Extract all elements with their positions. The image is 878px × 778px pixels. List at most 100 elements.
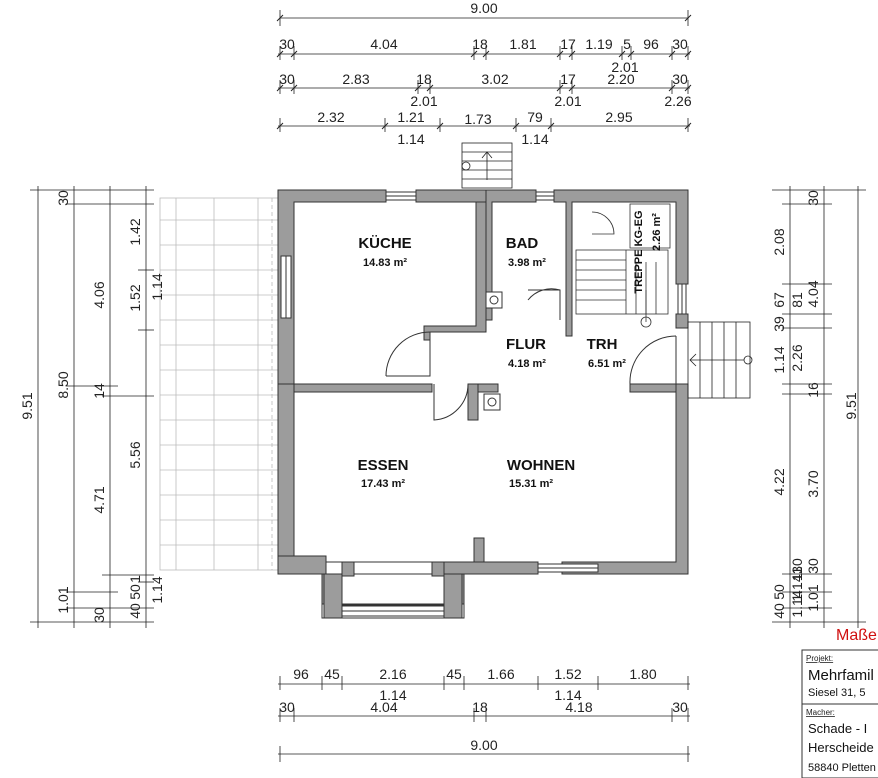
- room-name-essen: ESSEN: [358, 457, 409, 474]
- bay-walls: [277, 555, 463, 619]
- dim-label: 4.71: [91, 486, 107, 513]
- dim-label: 30: [672, 71, 688, 87]
- dim-label: 30: [279, 36, 295, 52]
- entrance-steps-top: [461, 142, 513, 189]
- dim-label: 14: [91, 383, 107, 399]
- dim-label: 1.14: [397, 131, 424, 147]
- dim-label: 2.20: [607, 71, 634, 87]
- dim-label: 30: [805, 558, 821, 574]
- dim-label: 2.26: [664, 93, 691, 109]
- dim-label: 5: [623, 36, 631, 52]
- dim-label: 1.19: [585, 36, 612, 52]
- top-dimensions: [276, 10, 692, 132]
- right-dimension-labels: 9.51 30 4.04 16 3.70 1.01 30 2.08 67 39 …: [771, 190, 859, 619]
- dim-label: 30: [91, 607, 107, 623]
- room-name-trh: TRH: [587, 336, 618, 353]
- project-address: Siesel 31, 5: [808, 687, 865, 699]
- dim-label: 1.80: [629, 666, 656, 682]
- dim-label: 2.01: [611, 59, 638, 75]
- dim-overall-left: 9.51: [19, 392, 35, 419]
- note-masse: Maße: [836, 627, 877, 644]
- dim-overall-right: 9.51: [843, 392, 859, 419]
- dim-label: 1.14: [149, 576, 165, 603]
- dim-label: 1.52: [127, 284, 143, 311]
- title-block: Projekt: Mehrfamil Siesel 31, 5 Macher: …: [801, 649, 878, 778]
- dim-label: 1.14: [379, 687, 406, 703]
- right-dimensions: [772, 186, 866, 628]
- room-name-wohnen: WOHNEN: [507, 457, 575, 474]
- bottom-dimension-labels: 96 45 2.16 45 1.66 1.52 1.80 1.14 1.14 3…: [279, 666, 688, 753]
- dim-label: 11: [789, 567, 805, 582]
- maker-street: Herscheide: [808, 740, 874, 755]
- room-name-kueche: KÜCHE: [358, 235, 411, 252]
- dim-label: 30: [672, 36, 688, 52]
- dim-label: 1.14: [554, 687, 581, 703]
- dim-label: 4.22: [771, 468, 787, 495]
- dim-label: 18: [472, 36, 488, 52]
- dim-overall-bottom: 9.00: [470, 737, 497, 753]
- dim-label: 2.26: [789, 344, 805, 371]
- room-area-kueche: 14.83 m²: [363, 257, 407, 269]
- dim-label: 30: [805, 190, 821, 206]
- entrance-steps-right: [687, 321, 753, 399]
- left-dimensions: [30, 186, 154, 628]
- dim-label: 1.52: [554, 666, 581, 682]
- dim-label: 1.14: [521, 131, 548, 147]
- maker-name: Schade - I: [808, 721, 867, 736]
- doors: [385, 288, 677, 421]
- top-dimension-labels: 9.00 30 4.04 18 1.81 17 1.19 5 96 30 2.0…: [279, 0, 692, 147]
- room-area-flur: 4.18 m²: [508, 358, 546, 370]
- stair-label: TREPPE KG-EG: [633, 210, 645, 293]
- dim-label: 96: [643, 36, 659, 52]
- dim-label: 4.18: [565, 699, 592, 715]
- dim-label: 40: [771, 603, 787, 619]
- dim-label: 67: [771, 292, 787, 308]
- bad-fixtures: [483, 291, 503, 411]
- dim-label: 30: [279, 71, 295, 87]
- dim-label: 2.16: [379, 666, 406, 682]
- dim-label: 1: [127, 575, 143, 583]
- dim-label: 4.06: [91, 281, 107, 308]
- dim-label: 18: [416, 71, 432, 87]
- dim-label: 2.01: [410, 93, 437, 109]
- dim-label: 1.01: [55, 586, 71, 613]
- project-label: Projekt:: [806, 654, 833, 663]
- dim-label: 30: [55, 190, 71, 206]
- dim-label: 1.14: [771, 346, 787, 373]
- dim-label: 17: [560, 36, 576, 52]
- left-dimension-labels: 9.51 30 8.50 14 1.01 30 4.06 5.56 4.71 4…: [19, 190, 165, 623]
- dim-label: 2.95: [605, 109, 632, 125]
- dim-label: 1.14: [789, 590, 805, 617]
- dim-label: 1.42: [127, 218, 143, 245]
- dim-label: 4.04: [805, 280, 821, 307]
- dim-label: 3.02: [481, 71, 508, 87]
- dim-label: 17: [560, 71, 576, 87]
- maker-city: 58840 Pletten: [808, 762, 876, 774]
- bottom-dimensions: [278, 676, 690, 762]
- room-area-trh: 6.51 m²: [588, 358, 626, 370]
- room-name-bad: BAD: [506, 235, 539, 252]
- dim-label: 18: [472, 699, 488, 715]
- dim-label: 96: [293, 666, 309, 682]
- dim-label: 81: [789, 292, 805, 308]
- room-labels: KÜCHE 14.83 m² BAD 3.98 m² FLUR 4.18 m² …: [358, 210, 663, 490]
- project-name: Mehrfamil: [808, 667, 874, 684]
- dim-label: 2.83: [342, 71, 369, 87]
- dim-label: 1.14: [789, 574, 805, 601]
- dim-label: 30: [789, 558, 805, 574]
- dim-label: 4.04: [370, 36, 397, 52]
- stair-area: 2.26 m²: [651, 213, 663, 251]
- dim-label: 3.70: [805, 470, 821, 497]
- dim-label: 1.81: [509, 36, 536, 52]
- dim-label: 4.04: [370, 699, 397, 715]
- dim-label: 39: [771, 316, 787, 332]
- terrace: [159, 197, 279, 571]
- dim-label: 30: [672, 699, 688, 715]
- dim-label: 8.50: [55, 371, 71, 398]
- dim-label: 16: [805, 382, 821, 398]
- dim-label: 40: [127, 603, 143, 619]
- dim-label: 45: [446, 666, 462, 682]
- dim-label: 1.66: [487, 666, 514, 682]
- dim-label: 5.56: [127, 441, 143, 468]
